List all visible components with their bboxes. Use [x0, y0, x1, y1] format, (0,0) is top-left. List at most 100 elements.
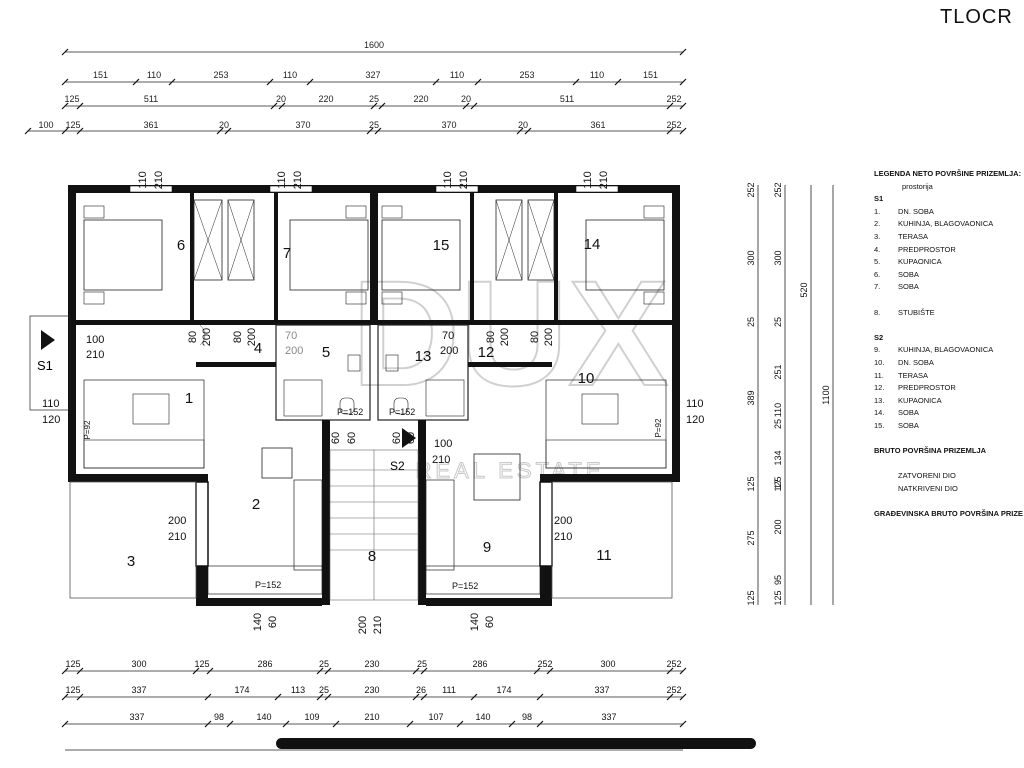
legend-panel: LEGENDA NETO POVRŠINE PRIZEMLJA: prostor… — [874, 168, 1024, 521]
opening-annotations: 100 210 110 120 110 120 70 200 70 200 10… — [42, 330, 704, 591]
door-s2-height: 210 — [432, 454, 450, 466]
dim-bottom1-label: 300 — [600, 659, 615, 669]
room-13: 13 — [415, 348, 432, 365]
dimension-tick — [266, 78, 274, 86]
dim-row2-label: 20 — [276, 94, 286, 104]
dimension-tick — [470, 102, 478, 110]
dimension-tick — [406, 720, 414, 728]
dimension-tick — [278, 102, 286, 110]
window-terrace2-height: 210 — [554, 531, 572, 543]
door-bath1-width: 70 — [285, 330, 297, 342]
legend-natkriveni: NATKRIVENI DIO — [898, 483, 958, 493]
door-height-label: 200 — [543, 328, 555, 346]
legend-item: 10.DN. SOBA — [874, 357, 934, 367]
dim-row1-label: 110 — [590, 70, 604, 80]
door-bath2-height: 200 — [440, 345, 458, 357]
dim-row3-label: 361 — [143, 120, 158, 130]
dim-right1-label: 25 — [746, 317, 756, 327]
legend-item: 14.SOBA — [874, 408, 919, 418]
door-width-label: 80 — [485, 331, 497, 343]
dimension-tick — [432, 78, 440, 86]
door-60-label: 60 — [405, 432, 417, 444]
window-height-label: 210 — [153, 171, 165, 189]
dimension-tick — [546, 667, 554, 675]
dimension-tick — [420, 693, 428, 701]
dim-bottom1-label: 25 — [319, 659, 329, 669]
dim-row1-label: 110 — [450, 70, 464, 80]
parapet-kitchen2: P=152 — [452, 581, 478, 591]
room-12: 12 — [478, 344, 495, 361]
dimension-tick — [666, 693, 674, 701]
legend-item: 7.SOBA — [874, 282, 919, 292]
dimension-tick — [206, 667, 214, 675]
parapet-left-label: P=92 — [83, 420, 92, 439]
dim-bottom3-label: 210 — [364, 712, 379, 722]
dimension-tick — [61, 720, 69, 728]
dim-bottom1-label: 300 — [131, 659, 146, 669]
dimension-tick — [572, 78, 580, 86]
dimension-tick — [282, 720, 290, 728]
dimension-tick — [679, 693, 687, 701]
dim-right1-label: 125 — [746, 590, 756, 605]
room-11: 11 — [596, 547, 612, 564]
dim-right2-label: 200 — [773, 519, 783, 534]
room-6: 6 — [177, 237, 185, 254]
dimension-tick — [316, 667, 324, 675]
bottom-dimension-lines — [65, 670, 683, 751]
dimension-tick — [324, 693, 332, 701]
dim-row3-label: 361 — [590, 120, 605, 130]
dim-right1-label: 389 — [746, 390, 756, 405]
dim-bottom2-label: 25 — [319, 685, 329, 695]
window-left-width: 110 — [42, 398, 60, 410]
dim-bottom1-label: 286 — [257, 659, 272, 669]
dimension-tick — [516, 127, 524, 135]
dim-bottom2-label: 252 — [666, 685, 681, 695]
dim-bottom1-label: 252 — [537, 659, 552, 669]
legend-gradevinska: GRAĐEVINSKA BRUTO POVRŠINA PRIZE — [874, 509, 1023, 519]
dim-row3-label: 100 — [38, 120, 53, 130]
dimension-tick — [474, 78, 482, 86]
building-walls — [29, 185, 680, 606]
legend-zatvoreni: ZATVORENI DIO — [898, 471, 956, 481]
dim-right2-label: 17 — [773, 479, 783, 489]
dimension-tick — [524, 127, 532, 135]
legend-item: 5.KUPAONICA — [874, 257, 942, 267]
dimension-tick — [76, 693, 84, 701]
dim-row1-label: 110 — [147, 70, 161, 80]
dim-row1-label: 253 — [213, 70, 228, 80]
door-height-label: 200 — [201, 328, 213, 346]
dim-row2-label: 252 — [666, 94, 681, 104]
dimension-tick — [412, 693, 420, 701]
legend-bruto-title: BRUTO POVRŠINA PRIZEMLJA — [874, 446, 987, 456]
entrance-door-height-label: 210 — [372, 616, 384, 634]
right-dimension-labels: 2523002538912527512525230025251110251341… — [746, 182, 831, 605]
dimension-tick — [216, 127, 224, 135]
horizontal-scrollbar[interactable] — [276, 738, 756, 749]
dim-row3-label: 25 — [369, 120, 379, 130]
dimension-tick — [204, 693, 212, 701]
window-width-label: 110 — [276, 171, 288, 189]
dim-right3-total-label: 1100 — [821, 385, 831, 404]
door-height-label: 200 — [499, 328, 511, 346]
dim-right2-label: 125 — [773, 476, 783, 491]
room-4: 4 — [254, 340, 262, 357]
legend-item: 1.DN. SOBA — [874, 206, 934, 216]
dimension-tick — [324, 667, 332, 675]
dim-row2-label: 20 — [461, 94, 471, 104]
room-labels: 1 2 3 4 5 6 7 8 9 10 11 12 13 14 15 — [127, 236, 612, 570]
window-left-height: 120 — [42, 414, 60, 426]
window-terrace2-width: 200 — [554, 515, 572, 527]
window-height-label: 210 — [458, 171, 470, 189]
door-s1-width: 100 — [86, 334, 104, 346]
dim-row1-label: 327 — [365, 70, 380, 80]
dimension-tick — [76, 102, 84, 110]
dim-bottom2-label: 111 — [442, 685, 456, 695]
dim-right2-label: 25 — [773, 419, 783, 429]
room-5: 5 — [322, 344, 330, 361]
dim-bottom2-label: 337 — [594, 685, 609, 695]
legend-item: 6.SOBA — [874, 269, 919, 279]
